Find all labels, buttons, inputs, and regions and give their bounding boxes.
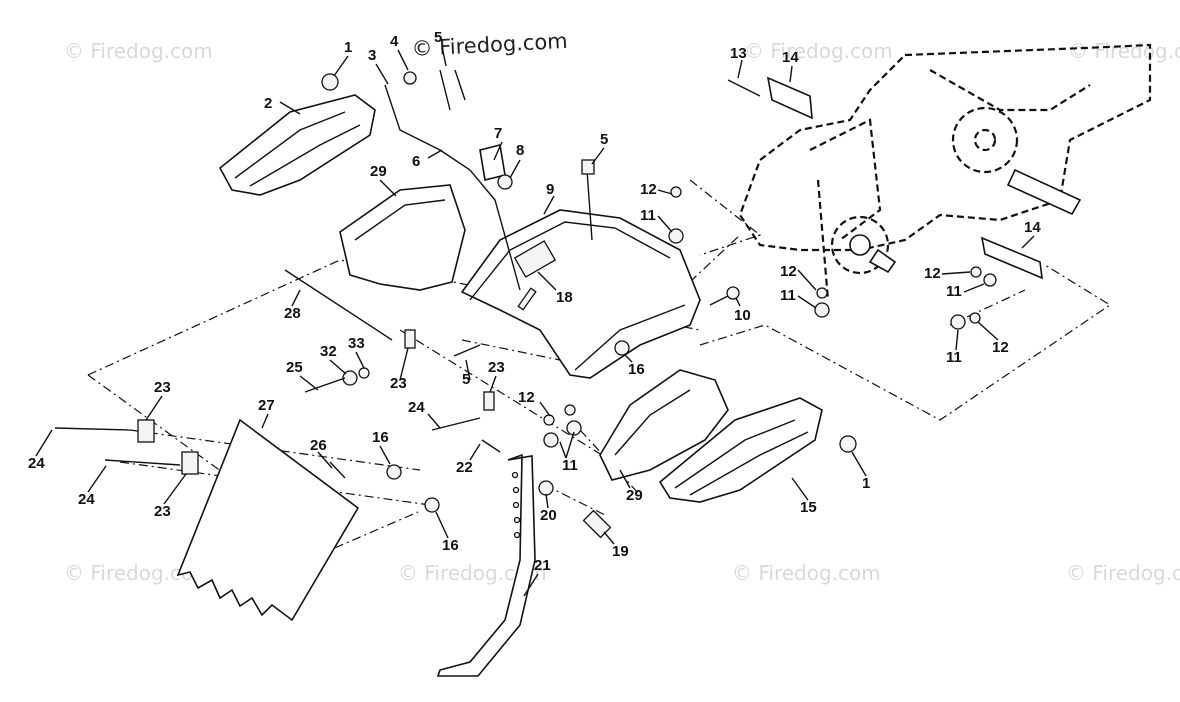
rod (284, 269, 393, 341)
callout-7: 7 (494, 125, 502, 142)
callout-11-far: 11 (946, 283, 962, 300)
leader-lines (35, 45, 1035, 597)
bracket-upper (766, 76, 813, 120)
callout-27: 27 (258, 397, 275, 414)
rear-flap (176, 418, 360, 622)
callout-10: 10 (734, 307, 751, 324)
watermark-top-middle: © Firedog.com (744, 39, 893, 63)
callout-13: 13 (730, 45, 747, 62)
watermark-bottom-center: © Firedog.com (732, 561, 881, 585)
callout-3: 3 (368, 47, 376, 64)
tine-hood (460, 209, 701, 379)
callout-12-lower: 12 (518, 389, 535, 406)
callout-16-lower: 16 (442, 537, 459, 554)
callout-5-top: 5 (434, 29, 442, 46)
callout-11-bottom: 11 (946, 349, 962, 366)
callout-23-center: 23 (488, 359, 505, 376)
callout-5-hood: 5 (600, 131, 608, 148)
callout-29-right: 29 (626, 487, 643, 504)
right-fender-shield (599, 369, 729, 481)
callout-14-lower: 14 (1024, 219, 1041, 236)
callout-labels: 1 2 3 4 5 6 7 8 9 5 12 11 13 14 29 18 28… (28, 29, 1041, 574)
callout-19: 19 (612, 543, 629, 560)
right-shield-plate (658, 397, 823, 503)
callout-23-far-left: 23 (154, 379, 171, 396)
callout-24-center: 24 (408, 399, 425, 416)
callout-33: 33 (348, 335, 365, 352)
callout-26: 26 (310, 437, 327, 454)
callout-5-lower: 5 (462, 371, 470, 388)
callout-11-upper: 11 (640, 207, 656, 224)
watermark-bottom-right: © Firedog.com (1066, 561, 1180, 585)
callout-28: 28 (284, 305, 301, 322)
callout-16-right: 16 (372, 429, 389, 446)
callout-32: 32 (320, 343, 337, 360)
callout-21: 21 (534, 557, 551, 574)
callout-22: 22 (456, 459, 473, 476)
tiller-frame (738, 43, 1152, 301)
depth-stake (436, 453, 536, 677)
callout-1-top: 1 (344, 39, 352, 56)
control-linkage (384, 84, 521, 291)
callout-24-left: 24 (28, 455, 45, 472)
callout-29-left: 29 (370, 163, 387, 180)
callout-23-left: 23 (390, 375, 407, 392)
callout-9: 9 (546, 181, 554, 198)
callout-12-upper: 12 (640, 181, 657, 198)
callout-11-right: 11 (780, 287, 796, 304)
callout-16-hood: 16 (628, 361, 645, 378)
watermark-top-left: © Firedog.com (64, 39, 213, 63)
callout-24-lower: 24 (78, 491, 95, 508)
callout-18: 18 (556, 289, 573, 306)
callout-12-bottom: 12 (992, 339, 1009, 356)
callout-2: 2 (264, 95, 272, 112)
callout-14-upper: 14 (782, 49, 799, 66)
bracket-lower (980, 236, 1043, 280)
callout-6: 6 (412, 153, 420, 170)
callout-23-lower: 23 (154, 503, 171, 520)
left-fender-shield (339, 184, 466, 291)
callout-12-far: 12 (924, 265, 941, 282)
callout-11-lower: 11 (562, 457, 578, 474)
callout-20: 20 (540, 507, 557, 524)
callout-4: 4 (390, 33, 399, 50)
callout-15: 15 (800, 499, 817, 516)
callout-8: 8 (516, 142, 524, 159)
callout-12-right: 12 (780, 263, 797, 280)
callout-1-right: 1 (862, 475, 870, 492)
watermark-top-right: © Firedog.com (1068, 39, 1180, 63)
left-shield-plate (218, 94, 376, 196)
callout-25: 25 (286, 359, 303, 376)
